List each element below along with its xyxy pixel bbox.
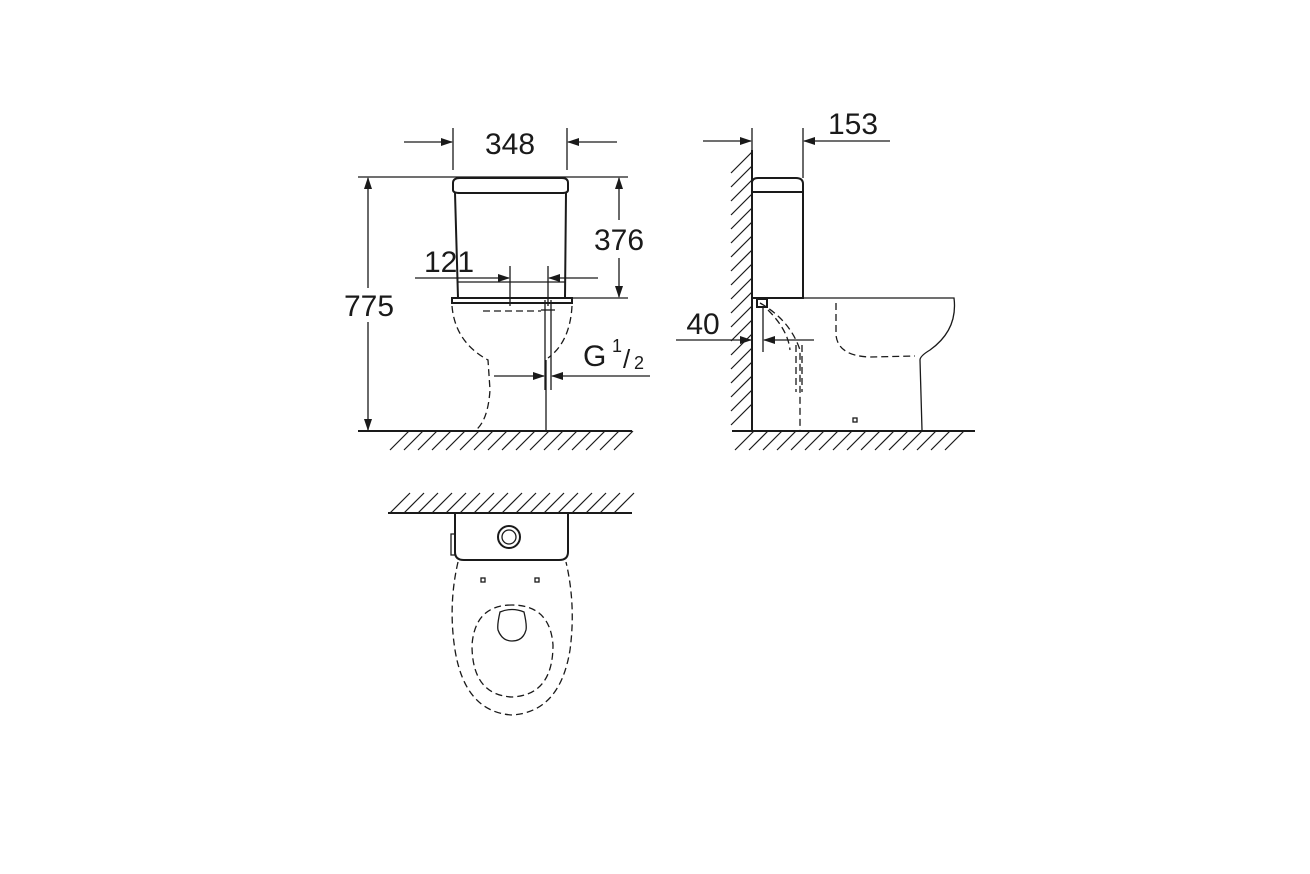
floor-hatch-line [445,430,466,451]
wall-hatch-line [501,492,523,514]
label-g: G [583,340,606,373]
front-view: 348 775 376 121 [344,128,650,451]
wall-hatch-line [515,492,537,514]
floor-hatch-line [734,430,755,451]
floor-hatch-line [846,430,867,451]
wall-hatch-line [557,492,579,514]
wall-hatch-line [529,492,551,514]
floor-hatch-line [585,430,606,451]
label-g-numerator: 1 [612,336,622,356]
top-cistern [450,513,569,561]
dim-121: 121 [415,246,598,306]
wall-hatch-line [730,165,753,188]
wall-hatch-line [730,207,753,230]
floor-hatch-line [874,430,895,451]
top-wall [388,492,635,514]
floor-hatch-line [860,430,881,451]
wall-hatch-line [730,151,753,174]
wall-hatch-line [730,235,753,258]
floor-hatch-line [944,430,965,451]
front-bowl [451,297,573,431]
label-g-denominator: 2 [634,353,644,373]
top-view [388,492,635,716]
label-775: 775 [344,290,394,323]
side-bowl [756,297,956,431]
dim-348: 348 [404,128,617,170]
floor-hatch-line [501,430,522,451]
dim-g-half: G 1 / 2 [494,336,650,380]
wall-hatch-line [585,492,607,514]
wall-hatch-line [459,492,481,514]
wall-hatch-line [730,375,753,398]
floor-hatch-line [473,430,494,451]
floor-hatch-line [888,430,909,451]
floor-hatch-line [431,430,452,451]
floor-hatch-line [515,430,536,451]
wall-hatch-line [599,492,621,514]
wall-hatch-line [571,492,593,514]
floor-hatch-line [571,430,592,451]
side-view: 153 40 [676,108,975,451]
floor-hatch-line [748,430,769,451]
side-cistern [751,177,804,299]
side-floor [732,430,975,451]
floor-hatch-line [389,430,410,451]
dim-40: 40 [676,306,814,352]
front-floor [358,430,634,451]
flush-button-icon [497,525,521,549]
wall-hatch-line [473,492,495,514]
wall-hatch-line [389,492,411,514]
wall-hatch-line [730,249,753,272]
wall-hatch-line [730,179,753,202]
floor-hatch-line [776,430,797,451]
wall-hatch-line [431,492,453,514]
wall-hatch-line [730,347,753,370]
floor-hatch-line [403,430,424,451]
floor-hatch-line [930,430,951,451]
floor-hatch-line [613,430,634,451]
floor-hatch-line [529,430,550,451]
wall-hatch-line [613,492,635,514]
wall-hatch-line [417,492,439,514]
wall-hatch-line [730,319,753,342]
floor-hatch-line [459,430,480,451]
wall-hatch-line [543,492,565,514]
floor-hatch-line [818,430,839,451]
floor-hatch-line [557,430,578,451]
floor-hatch-line [832,430,853,451]
wall-hatch-line [730,389,753,412]
wall-hatch-line [487,492,509,514]
wall-hatch-line [730,193,753,216]
floor-hatch-line [902,430,923,451]
wall-hatch-line [730,291,753,314]
top-bowl [451,561,573,716]
floor-hatch-line [417,430,438,451]
wall-hatch-line [730,221,753,244]
wall-hatch-line [730,263,753,286]
wall-hatch-line [730,361,753,384]
wall-hatch-line [730,403,753,426]
label-376: 376 [594,224,644,257]
floor-hatch-line [487,430,508,451]
dim-376: 376 [568,177,644,299]
label-153: 153 [828,108,878,141]
floor-hatch-line [916,430,937,451]
side-wall [730,150,753,431]
label-40: 40 [686,308,719,341]
dim-775: 775 [344,176,628,431]
floor-hatch-line [762,430,783,451]
floor-hatch-line [790,430,811,451]
floor-hatch-line [804,430,825,451]
floor-hatch-line [543,430,564,451]
floor-hatch-line [599,430,620,451]
wall-hatch-line [730,305,753,328]
dim-153: 153 [703,108,890,178]
wall-hatch-line [445,492,467,514]
wall-hatch-line [403,492,425,514]
label-348: 348 [485,128,535,161]
label-g-slash: / [623,344,631,374]
label-121: 121 [424,246,474,279]
wall-hatch-line [730,277,753,300]
